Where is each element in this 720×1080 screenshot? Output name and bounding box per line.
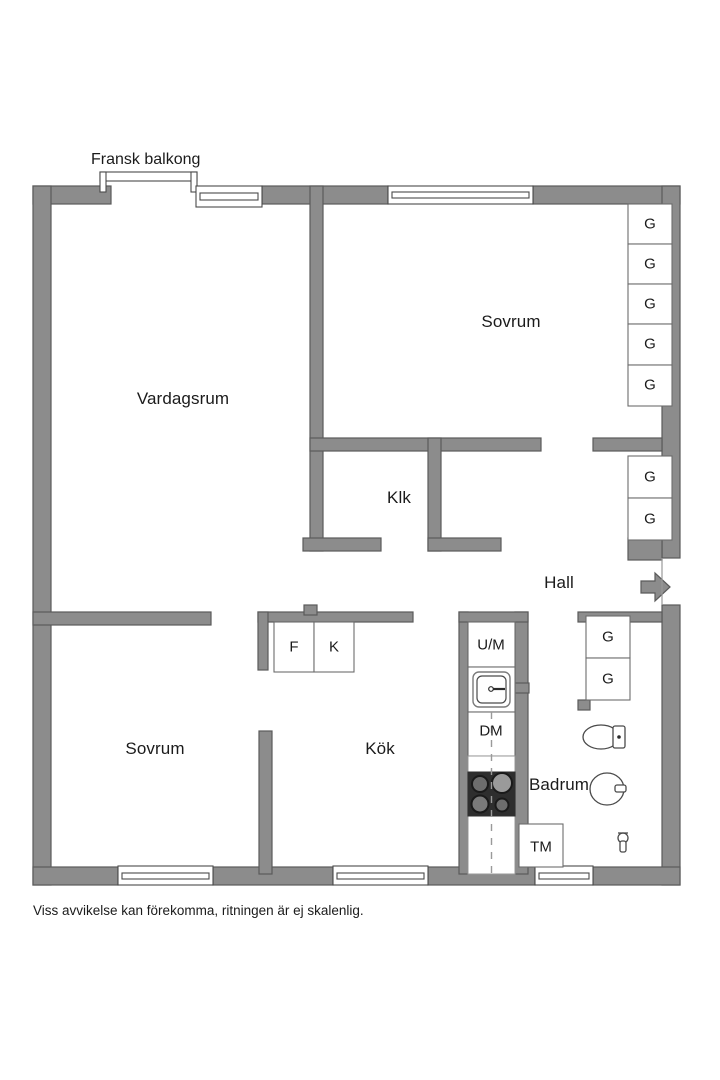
interior-wall-bedroom-kitchen [258,730,273,875]
fixture-label-washing-machine: TM [530,838,552,856]
french-balcony-label: Fransk balkong [91,151,201,168]
room-label-living-room: Vardagsrum [136,389,230,408]
interior-wall-hall-closet-top [592,437,663,452]
closet-label-bedroom-3: G [644,295,656,313]
room-label-bathroom: Badrum [528,775,590,794]
closet-box-bedroom-5[interactable] [627,364,673,407]
room-label-hall: Hall [544,573,574,592]
exterior-wall-top-right [532,185,681,205]
interior-wall-living-bedroom [309,185,324,552]
disclaimer-note: Viss avvikelse kan förekomma, ritningen … [33,903,364,918]
fridge-box[interactable] [273,621,315,673]
closet-label-bedroom-2: G [644,255,656,273]
fixture-label-freezer: K [328,638,340,656]
interior-wall-klk-bottom-left [302,537,382,552]
closet-box-bath-1[interactable] [585,615,631,659]
closet-box-hall-1[interactable] [627,455,673,499]
closet-box-bedroom-1[interactable] [627,203,673,245]
interior-wall-sink-nub [514,682,530,694]
entrance-arrow-icon [640,571,671,603]
interior-wall-kitchen-top [257,611,414,623]
interior-wall-hall-closet-bottom [627,537,663,561]
closet-label-bedroom-1: G [644,215,656,233]
closet-label-bath-2: G [602,670,614,688]
fixture-label-dishwasher: DM [479,722,503,740]
interior-wall-klk-top [309,437,542,452]
closet-label-hall-2: G [644,510,656,528]
room-label-bedroom-south: Sovrum [125,739,185,758]
window-kitchen [332,865,429,886]
closet-label-hall-1: G [644,468,656,486]
washbasin-icon [589,772,627,806]
balcony-door[interactable] [195,185,263,208]
closet-box-bedroom-3[interactable] [627,283,673,325]
exterior-wall-bottom-b [212,866,334,886]
room-label-bedroom-north: Sovrum [481,312,541,331]
interior-wall-klk-bottom-right [427,537,502,552]
room-label-walk-in-closet: Klk [387,488,411,507]
sink-icon [467,666,516,713]
interior-wall-kitchen-nub [303,604,318,616]
french-balcony [99,171,198,193]
interior-wall-counter-top [458,611,529,623]
bathroom-fixture-group [518,724,629,868]
closet-box-hall-2[interactable] [627,497,673,541]
exterior-wall-top-mid [261,185,389,205]
oven-microwave-box[interactable] [467,621,516,668]
fixture-label-fridge: F [289,638,299,656]
stove-icon [467,771,516,817]
freezer-box[interactable] [313,621,355,673]
closet-group [585,203,673,701]
exterior-wall-bottom-d [592,866,681,886]
kitchen-fixture-group [273,621,516,875]
interior-wall-counter-left [458,611,469,875]
shower-fitting-icon [617,832,629,853]
window-group [99,171,594,886]
closet-box-bedroom-4[interactable] [627,323,673,366]
interior-wall-bath-closet-bottom [577,699,591,711]
closet-box-bedroom-2[interactable] [627,243,673,285]
exterior-wall-right-lower [661,604,681,886]
interior-wall-kitchen-left [257,611,269,671]
window-bathroom [534,865,594,886]
exterior-wall-left [32,185,52,886]
closet-label-bath-1: G [602,628,614,646]
interior-wall-klk-right [427,437,442,552]
toilet-icon [582,724,626,750]
window-bedroom-north [387,185,534,205]
exterior-wall-bottom-a [32,866,119,886]
interior-wall-living-bedroom-south [32,611,212,626]
washing-machine-box[interactable] [518,823,564,868]
closet-label-bedroom-5: G [644,376,656,394]
room-label-kitchen: Kök [365,739,395,758]
fixture-label-oven-microwave: U/M [477,636,505,654]
dishwasher-box[interactable] [467,711,516,757]
closet-box-bath-2[interactable] [585,657,631,701]
closet-label-bedroom-4: G [644,335,656,353]
window-bedroom-south [117,865,214,886]
